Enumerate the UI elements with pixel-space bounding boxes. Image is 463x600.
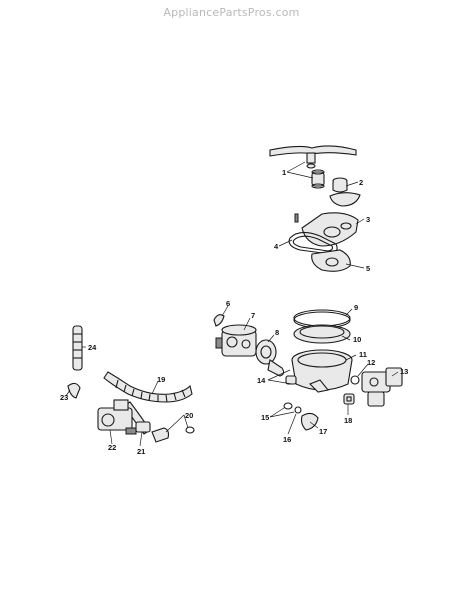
part-sump — [291, 349, 353, 393]
part-spray-arm — [269, 145, 357, 169]
callout-13: 13 — [400, 367, 408, 376]
callout-3: 3 — [366, 215, 370, 224]
part-spray-arm-bearing — [311, 169, 325, 189]
leader-lines — [65, 161, 399, 447]
callout-17: 17 — [319, 427, 327, 436]
part-seal — [283, 402, 302, 414]
callout-11: 11 — [359, 350, 367, 359]
callout-labels: 1 2 3 4 5 6 7 8 9 10 11 12 13 14 15 16 1… — [60, 168, 408, 456]
watermark-text: AppliancePartsPros.com — [163, 6, 300, 19]
part-screen — [311, 249, 351, 272]
callout-24: 24 — [88, 343, 97, 352]
part-hose-connector — [285, 375, 297, 385]
part-hose-bracket — [67, 382, 81, 399]
part-check-valve — [300, 412, 319, 431]
callout-1: 1 — [282, 168, 286, 177]
part-elbow-fitting — [151, 426, 195, 443]
callout-22: 22 — [108, 443, 116, 452]
part-impeller-housing — [255, 339, 285, 377]
callout-14: 14 — [257, 376, 266, 385]
callout-6: 6 — [226, 299, 230, 308]
part-grommet — [343, 393, 355, 405]
callout-7: 7 — [251, 311, 255, 320]
callout-8: 8 — [275, 328, 279, 337]
part-cover-plate — [294, 212, 359, 247]
callout-15: 15 — [261, 413, 269, 422]
part-pump-motor — [215, 324, 257, 357]
callout-9: 9 — [354, 303, 358, 312]
callout-16: 16 — [283, 435, 291, 444]
part-valve-fitting — [135, 421, 151, 433]
callout-2: 2 — [359, 178, 363, 187]
callout-19: 19 — [157, 375, 165, 384]
callout-10: 10 — [353, 335, 361, 344]
part-clip — [213, 314, 225, 327]
part-inlet-valve — [97, 399, 137, 435]
part-washer — [350, 375, 360, 385]
part-filter-tube — [329, 177, 361, 207]
part-drain-motor — [361, 367, 403, 407]
callout-23: 23 — [60, 393, 68, 402]
callout-18: 18 — [344, 416, 352, 425]
callout-4: 4 — [274, 242, 279, 251]
callout-5: 5 — [366, 264, 370, 273]
part-drain-hose-segment — [72, 325, 83, 371]
callout-20: 20 — [185, 411, 193, 420]
callout-21: 21 — [137, 447, 145, 456]
part-filter-ring — [293, 324, 351, 344]
callout-12: 12 — [367, 358, 375, 367]
